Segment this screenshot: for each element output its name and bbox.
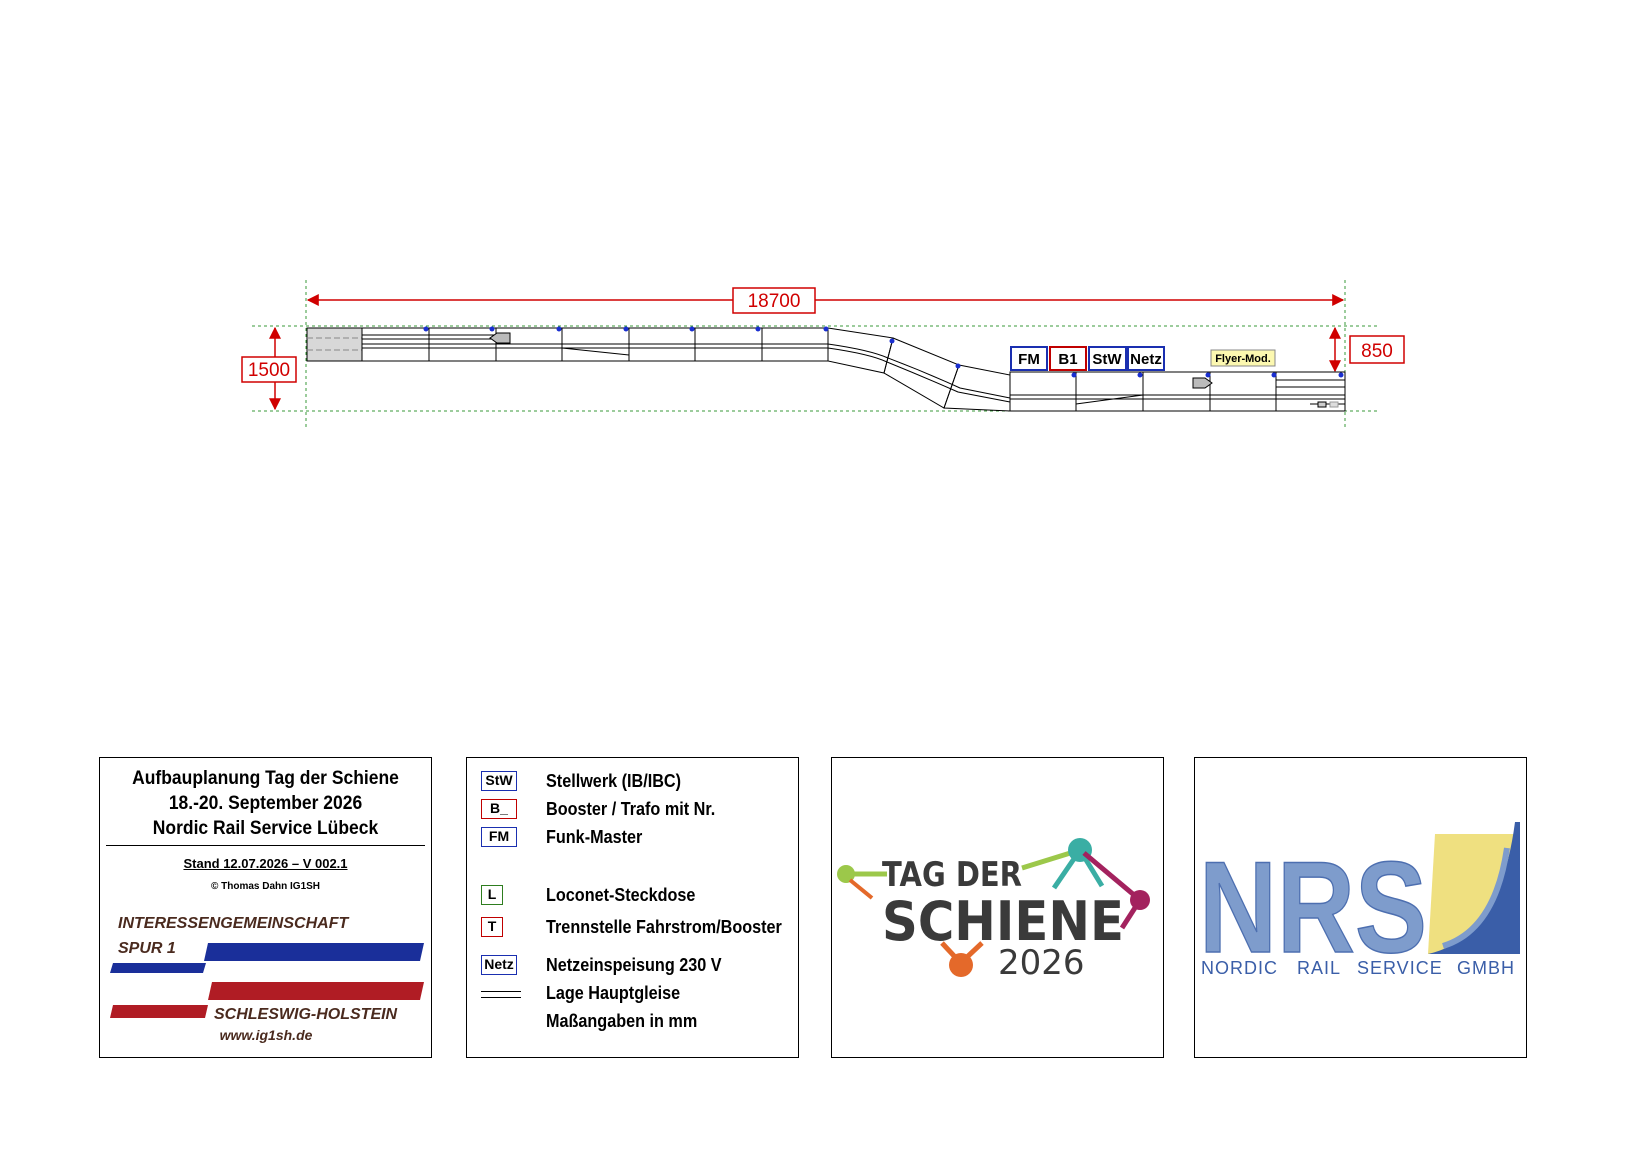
- end-module-left: [306, 327, 363, 362]
- svg-text:StW: StW: [1092, 351, 1122, 368]
- legend-text: Netzeinspeisung 230 V: [546, 955, 722, 975]
- nrs-word-gmbh: GMBH: [1457, 958, 1515, 978]
- legend-item-stellwerk: StW Stellwerk (IB/IBC): [467, 770, 798, 794]
- ig1sh-logo: INTERESSENGEMEINSCHAFT SPUR 1 SCHLESWIG-…: [110, 915, 424, 1043]
- label-fm: FM: [1010, 346, 1048, 371]
- tag-der-schiene-logo: TAG DER SCHIENE 2026: [837, 838, 1150, 983]
- svg-text:FM: FM: [1018, 351, 1040, 368]
- legend: StW Stellwerk (IB/IBC) B_ Booster / Traf…: [466, 757, 799, 1058]
- title-divider: [106, 845, 425, 846]
- legend-item-trennstelle: T Trennstelle Fahrstrom/Booster: [467, 916, 798, 940]
- dimension-depth-right: 850: [1329, 326, 1405, 373]
- legend-item-netz: Netz Netzeinspeisung 230 V: [467, 954, 798, 978]
- legend-text: Maßangaben in mm: [546, 1011, 698, 1031]
- svg-text:INTERESSENGEMEINSCHAFT: INTERESSENGEMEINSCHAFT: [118, 915, 349, 932]
- tds-year: 2026: [998, 943, 1085, 983]
- label-netz: Netz: [1127, 346, 1165, 371]
- legend-text: Trennstelle Fahrstrom/Booster: [546, 917, 782, 937]
- legend-symbol-stw: StW: [481, 771, 517, 791]
- title-block: Aufbauplanung Tag der Schiene 18.-20. Se…: [99, 757, 432, 1058]
- svg-text:B1: B1: [1058, 351, 1077, 368]
- label-flyer-module: Flyer-Mod.: [1210, 349, 1276, 367]
- dimension-depth: 1500: [241, 326, 297, 411]
- svg-text:www.ig1sh.de: www.ig1sh.de: [220, 1027, 313, 1043]
- legend-symbol-l: L: [481, 885, 503, 905]
- label-stw: StW: [1088, 346, 1127, 371]
- tds-line-1: TAG DER: [882, 855, 1022, 895]
- dimension-depth-right-label: 850: [1361, 341, 1393, 362]
- legend-text: Funk-Master: [546, 827, 643, 847]
- curve-module-3: [943, 364, 1011, 412]
- guide-lines: [252, 280, 1380, 430]
- legend-text: Booster / Trafo mit Nr.: [546, 799, 716, 819]
- legend-item-funk-master: FM Funk-Master: [467, 826, 798, 850]
- legend-text: Lage Hauptgleise: [546, 983, 681, 1003]
- direction-arrow-icon: [1192, 377, 1213, 389]
- legend-item-booster: B_ Booster / Trafo mit Nr.: [467, 798, 798, 822]
- copyright: © Thomas Dahn IG1SH: [210, 881, 321, 892]
- dimension-length: 18700: [306, 287, 1345, 314]
- layout-plan: 18700 1500 850: [241, 280, 1405, 430]
- direction-arrow-icon: [489, 332, 511, 344]
- svg-text:Netz: Netz: [1130, 351, 1162, 368]
- legend-symbol-fm: FM: [481, 827, 517, 847]
- nrs-mark: NRS: [1199, 834, 1427, 980]
- dimension-depth-label: 1500: [248, 360, 290, 381]
- svg-text:Flyer-Mod.: Flyer-Mod.: [1215, 353, 1271, 365]
- title-line-1: Aufbauplanung Tag der Schiene: [132, 768, 399, 789]
- dimension-length-label: 18700: [748, 291, 801, 312]
- nrs-word-service: SERVICE: [1357, 958, 1443, 978]
- svg-text:SCHLESWIG-HOLSTEIN: SCHLESWIG-HOLSTEIN: [214, 1006, 398, 1023]
- legend-symbol-t: T: [481, 917, 503, 937]
- legend-text: Stellwerk (IB/IBC): [546, 771, 682, 791]
- nrs-logo-panel: NRS NORDIC RAIL SERVICE GMBH: [1194, 757, 1527, 1058]
- title-line-3: Nordic Rail Service Lübeck: [152, 818, 379, 839]
- legend-symbol-booster: B_: [481, 799, 517, 819]
- double-line-icon: [481, 991, 521, 998]
- legend-item-masse: Maßangaben in mm: [467, 1010, 798, 1034]
- legend-item-loconet: L Loconet-Steckdose: [467, 884, 798, 908]
- legend-item-hauptgleise: Lage Hauptgleise: [467, 982, 798, 1006]
- legend-symbol-netz: Netz: [481, 955, 517, 975]
- right-section: [1009, 371, 1346, 412]
- tds-line-2: SCHIENE: [882, 890, 1124, 953]
- tag-der-schiene-logo-panel: TAG DER SCHIENE 2026: [831, 757, 1164, 1058]
- version-stamp: Stand 12.07.2026 – V 002.1: [183, 856, 348, 871]
- nrs-word-rail: RAIL: [1297, 958, 1341, 978]
- title-line-2: 18.-20. September 2026: [168, 793, 363, 814]
- nrs-word-nordic: NORDIC: [1201, 958, 1278, 978]
- connector-dots: [423, 326, 1344, 378]
- legend-text: Loconet-Steckdose: [546, 885, 696, 905]
- nrs-logo: NRS NORDIC RAIL SERVICE GMBH: [1198, 822, 1520, 981]
- svg-text:SPUR 1: SPUR 1: [118, 940, 176, 957]
- curve-module-1: [827, 327, 894, 374]
- track-modules: [306, 327, 1346, 412]
- label-b1: B1: [1049, 346, 1087, 371]
